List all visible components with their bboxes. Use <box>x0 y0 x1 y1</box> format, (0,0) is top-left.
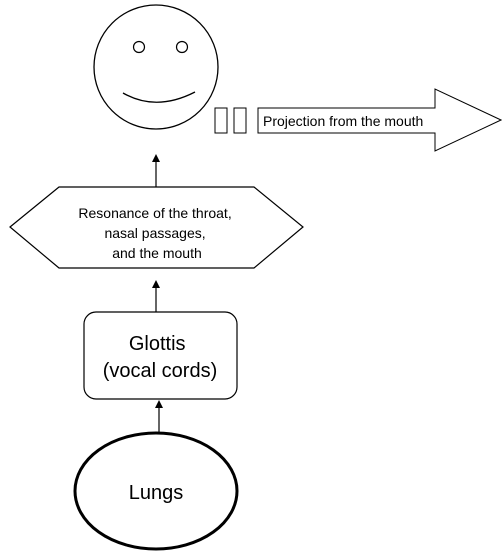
resonance-line-3: and the mouth <box>112 245 202 261</box>
left-eye-icon <box>132 40 146 54</box>
resonance-line-1: Resonance of the throat, <box>78 205 231 221</box>
glottis-line-1: Glottis <box>129 333 186 355</box>
face-circle <box>93 4 219 130</box>
projection-bar-2 <box>233 107 247 134</box>
glottis-line-2: (vocal cords) <box>103 360 217 382</box>
right-eye-icon <box>175 40 189 54</box>
resonance-hexagon <box>9 186 304 269</box>
smile-icon <box>122 91 196 103</box>
resonance-node: Resonance of the throat, nasal passages,… <box>9 186 304 269</box>
projection-group: Projection from the mouth <box>214 88 502 152</box>
resonance-line-2: nasal passages, <box>104 225 205 241</box>
lungs-label: Lungs <box>129 482 184 504</box>
lungs-ellipse <box>73 431 239 551</box>
projection-bar-1 <box>214 107 228 134</box>
glottis-box <box>83 311 238 400</box>
projection-label: Projection from the mouth <box>263 113 423 129</box>
lungs-node: Lungs <box>73 431 239 551</box>
resonance-label: Resonance of the throat, nasal passages,… <box>78 205 235 261</box>
glottis-label: Glottis (vocal cords) <box>103 333 217 382</box>
projection-arrow <box>257 88 502 152</box>
glottis-node: Glottis (vocal cords) <box>83 311 238 400</box>
face-node <box>93 4 219 130</box>
